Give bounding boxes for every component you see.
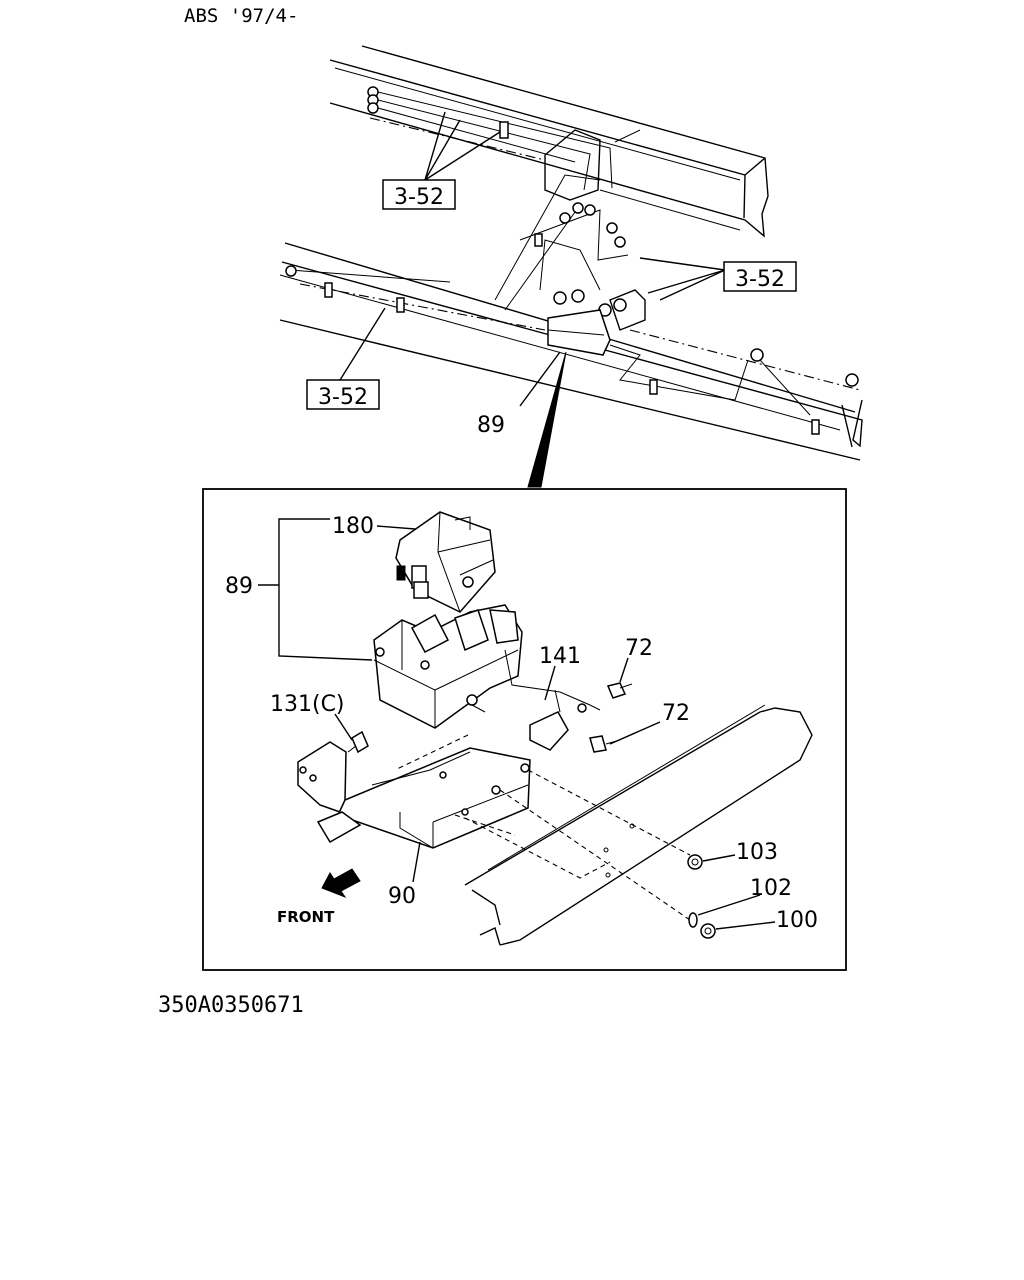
detail-frame — [202, 488, 847, 971]
model-year-label: ABS '97/4- — [184, 5, 298, 27]
bolt-131c — [347, 730, 369, 754]
frame-rail-detail — [464, 704, 813, 946]
callout-89-detail: 89 — [225, 574, 253, 599]
callout-102: 102 — [750, 876, 792, 901]
callout-72-a: 72 — [625, 636, 653, 661]
callout-72-b: 72 — [662, 701, 690, 726]
callout-100: 100 — [776, 908, 818, 933]
callout-131c: 131(C) — [270, 692, 345, 717]
nut-100 — [700, 923, 716, 939]
bolt-72-upper — [606, 682, 633, 699]
callout-89-top: 89 — [477, 413, 505, 438]
nut-103 — [687, 854, 703, 870]
front-arrow-icon — [321, 868, 361, 899]
upper-brackets — [544, 129, 646, 331]
callout-141: 141 — [539, 644, 581, 669]
abs-unit-mounted — [547, 309, 611, 356]
frame-rail-upper — [329, 45, 769, 238]
sensor-bracket-141 — [529, 689, 601, 751]
mounting-bracket-90 — [297, 734, 531, 849]
group-bracket-89 — [278, 518, 373, 661]
brake-pipes — [289, 91, 861, 416]
detail-pointer — [527, 351, 567, 488]
ref-box-lower-left[interactable]: 3-52 — [318, 385, 368, 410]
callout-103: 103 — [736, 840, 778, 865]
pipe-clips — [324, 121, 820, 435]
ref-box-upper-right[interactable]: 3-52 — [735, 267, 785, 292]
reference-leaders — [339, 111, 726, 407]
abs-ecu-cover — [395, 511, 496, 613]
front-label: FRONT — [277, 908, 335, 926]
bolt-72-lower — [589, 735, 621, 753]
callout-180: 180 — [332, 514, 374, 539]
drawing-number: 350A0350671 — [158, 993, 304, 1018]
washer-102 — [688, 912, 698, 928]
pipe-fittings — [285, 86, 859, 387]
installation-paths — [464, 769, 691, 921]
abs-modulator-base — [373, 604, 561, 729]
ref-box-upper-left[interactable]: 3-52 — [394, 185, 444, 210]
callout-90: 90 — [388, 884, 416, 909]
